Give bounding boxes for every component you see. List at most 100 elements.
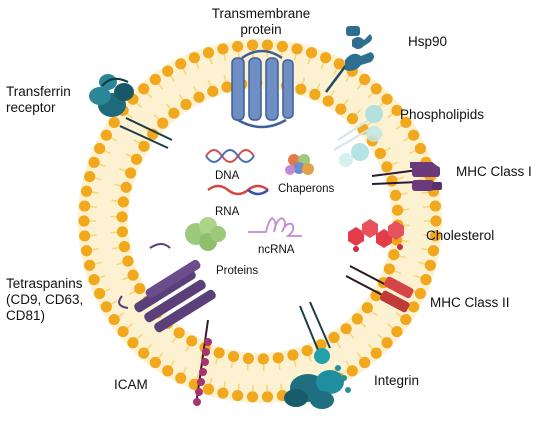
lipid-tail <box>384 146 392 152</box>
lipid-head-outer <box>217 43 229 55</box>
label-mhc-class-ii: MHC Class II <box>430 295 510 310</box>
lipid-head-inner <box>186 335 198 347</box>
lipid-tail <box>401 239 409 243</box>
mhc-class-i-shape <box>371 162 442 191</box>
lipid-head-inner <box>193 91 205 103</box>
label-dna: DNA <box>215 170 240 182</box>
lipid-tail <box>418 177 426 181</box>
lipid-head-outer <box>400 313 412 326</box>
lipid-tail <box>223 381 227 389</box>
lipid-head-outer <box>80 185 93 197</box>
lipid-head-inner <box>122 255 134 267</box>
lipid-head-outer <box>80 245 93 257</box>
lipid-head-outer <box>246 391 259 403</box>
lipid-head-outer <box>430 215 442 227</box>
lipid-tail <box>103 149 111 155</box>
lipid-head-inner <box>130 153 143 165</box>
lipid-head-outer <box>408 129 420 141</box>
lipid-tail <box>121 276 129 281</box>
lipid-head-inner <box>351 313 363 325</box>
lipid-tail <box>98 163 106 168</box>
lipid-head-outer <box>127 337 139 349</box>
lipid-tail <box>356 83 363 90</box>
label-phospholipids: Phospholipids <box>400 107 485 122</box>
lipid-head-inner <box>227 350 240 363</box>
lipid-head-outer <box>88 274 100 286</box>
lipid-head-inner <box>125 167 137 179</box>
lipid-tail <box>367 92 374 99</box>
lipid-tail <box>135 102 143 109</box>
label-transmembrane-protein: Transmembrane protein <box>211 6 311 37</box>
lipid-head-outer <box>100 301 112 313</box>
lipid-head-outer <box>424 259 436 271</box>
lipid-head-outer <box>391 325 403 338</box>
lipid-tail <box>178 93 185 101</box>
cholesterol-shape <box>348 219 404 252</box>
lipid-head-outer <box>359 356 371 369</box>
lipid-tail <box>110 136 118 142</box>
lipid-head-inner <box>207 85 219 97</box>
phospholipid-shapes <box>333 105 383 167</box>
lipid-tail <box>370 310 378 316</box>
lipid-head-outer <box>108 313 120 326</box>
lipid-tail <box>418 261 426 265</box>
lipid-tail <box>89 205 97 208</box>
dna-shape <box>205 149 255 163</box>
lipid-tail <box>237 383 240 391</box>
lipid-tail <box>301 77 306 85</box>
lipid-tail <box>409 149 417 155</box>
lipid-tail <box>356 352 363 359</box>
lipid-head-outer <box>217 387 229 399</box>
label-cholesterol: Cholesterol <box>426 228 495 243</box>
lipid-tail <box>333 67 338 75</box>
lipid-tail <box>343 98 349 106</box>
lipid-tail <box>195 372 200 380</box>
lipid-tail <box>169 74 175 82</box>
lipid-head-inner <box>157 117 169 129</box>
lipid-tail <box>165 103 172 110</box>
lipid-head-inner <box>120 181 132 193</box>
lipid-head-outer <box>305 47 318 59</box>
lipid-tail <box>111 199 119 203</box>
lipid-tail <box>335 341 342 349</box>
label-chaperons: Chaperons <box>278 183 335 195</box>
lipid-tail <box>423 234 431 237</box>
lipid-tail <box>414 274 422 279</box>
lipid-head-outer <box>381 93 393 105</box>
lipid-head-inner <box>287 349 299 361</box>
lipid-head-outer <box>381 337 393 349</box>
lipid-head-inner <box>386 175 398 187</box>
lipid-head-inner <box>346 112 359 125</box>
lipid-tail <box>316 83 321 91</box>
lipid-tail <box>387 112 394 119</box>
label-hsp90: Hsp90 <box>408 34 448 49</box>
lipid-head-outer <box>175 58 187 70</box>
lipid-tail <box>89 234 97 237</box>
lipid-tail <box>396 176 404 181</box>
lipid-tail <box>207 79 212 87</box>
lipid-tail <box>146 343 153 350</box>
lipid-tail <box>345 360 351 368</box>
lipid-tail <box>293 53 297 61</box>
mhc-class-ii-shape <box>345 265 414 313</box>
icam-shape <box>193 319 212 406</box>
lipid-head-outer <box>202 383 215 395</box>
lipid-head-inner <box>315 339 327 351</box>
lipid-head-outer <box>100 129 112 141</box>
hsp90-shape <box>325 26 374 93</box>
lipid-tail <box>103 287 111 293</box>
lipid-head-outer <box>261 39 274 51</box>
lipid-tail <box>348 332 355 339</box>
lipid-tail <box>135 333 143 340</box>
lipid-head-outer <box>391 104 403 117</box>
lipid-head-inner <box>361 302 373 314</box>
lipid-head-inner <box>301 345 313 357</box>
lipid-tail <box>237 51 240 59</box>
lipid-tail <box>398 255 406 259</box>
rna-shape <box>207 184 269 196</box>
lipid-head-inner <box>272 352 284 364</box>
lipid-head-outer <box>188 52 200 64</box>
lipid-tail <box>280 383 283 391</box>
lipid-head-outer <box>175 372 187 384</box>
